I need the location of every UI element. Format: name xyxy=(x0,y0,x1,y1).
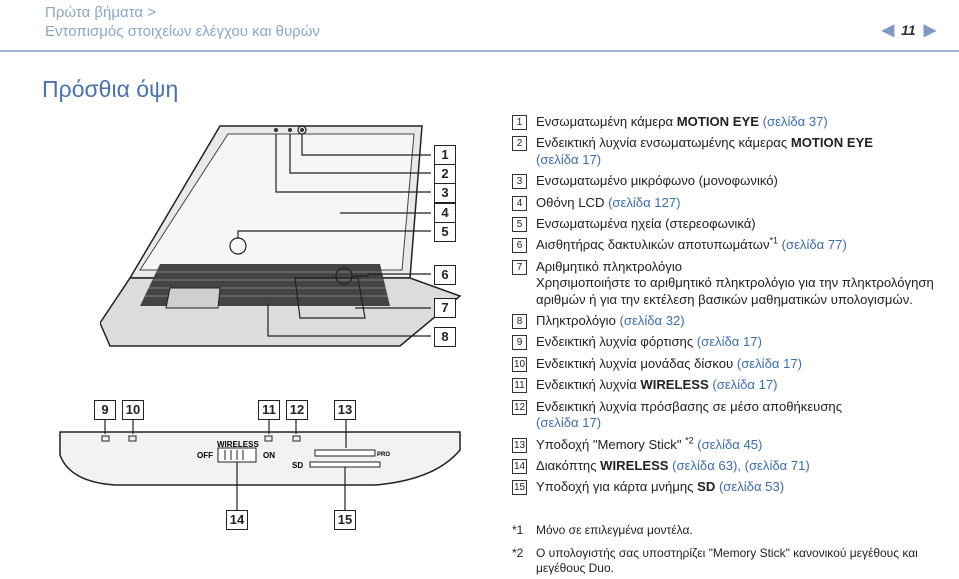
list-item: 9 Ενδεικτική λυχνία φόρτισης (σελίδα 17) xyxy=(512,334,952,351)
page-reference-link[interactable]: (σελίδα 45) xyxy=(693,436,763,452)
list-item: 10 Ενδεικτική λυχνία μονάδας δίσκου (σελ… xyxy=(512,355,802,372)
item-number: 1 xyxy=(512,115,527,130)
item-number: 13 xyxy=(512,437,527,453)
laptop-illustration xyxy=(100,125,462,347)
front-panel-illustration: WIRELESS OFF ON SD PRO xyxy=(59,418,461,510)
callout-5: 5 xyxy=(434,222,456,242)
list-item: 12 Ενδεικτική λυχνία πρόσβασης σε μέσο α… xyxy=(512,398,843,431)
list-item: 5 Ενσωματωμένα ηχεία (στερεοφωνικά) xyxy=(512,216,952,233)
item-number: 15 xyxy=(512,480,527,496)
breadcrumb[interactable]: Πρώτα βήματα > Εντοπισμός στοιχείων ελέγ… xyxy=(45,3,320,41)
item-description: Χρησιμοποιήστε το αριθμητικό πληκτρολόγι… xyxy=(536,275,934,307)
callout-15: 15 xyxy=(334,510,356,530)
page-reference-link[interactable]: (σελίδα 53) xyxy=(715,479,785,495)
item-number: 6 xyxy=(512,238,527,254)
item-number: 5 xyxy=(512,217,527,233)
page-reference-link[interactable]: (σελίδα 17) xyxy=(536,151,602,167)
svg-text:PRO: PRO xyxy=(377,452,390,458)
list-item: 2 Ενδεικτική λυχνία ενσωματωμένης κάμερα… xyxy=(512,135,952,168)
page-reference-link[interactable]: (σελίδα 17) xyxy=(708,377,778,393)
list-item: 13 Υποδοχή "Memory Stick" *2 (σελίδα 45) xyxy=(512,435,763,453)
list-item: 6 Αισθητήρας δακτυλικών αποτυπωμάτων*1 (… xyxy=(512,237,952,254)
callout-6: 6 xyxy=(434,265,456,285)
callout-11: 11 xyxy=(258,400,280,420)
list-item: 11 Ενδεικτική λυχνία WIRELESS (σελίδα 17… xyxy=(512,377,952,394)
svg-text:ON: ON xyxy=(263,451,275,460)
list-item: 3 Ενσωματωμένο μικρόφωνο (μονοφωνικό) xyxy=(512,173,952,190)
item-number: 14 xyxy=(512,458,527,474)
footnote-2: *2 Ο υπολογιστής σας υποστηρίζει "Memory… xyxy=(512,546,918,575)
breadcrumb-parent[interactable]: Πρώτα βήματα > xyxy=(45,4,157,21)
component-list: 1 Ενσωματωμένη κάμερα MOTION EYE (σελίδα… xyxy=(512,114,952,501)
item-number: 2 xyxy=(512,136,527,152)
page-reference-link[interactable]: (σελίδα 63), (σελίδα 71) xyxy=(668,457,810,473)
page-navigation: ◀ 11 ▶ xyxy=(881,20,936,40)
callout-2: 2 xyxy=(434,164,456,184)
callout-4: 4 xyxy=(434,203,456,223)
next-page-arrow-icon[interactable]: ▶ xyxy=(923,22,936,39)
item-number: 4 xyxy=(512,195,527,211)
item-number: 12 xyxy=(512,399,527,415)
footnote-1: *1 Μόνο σε επιλεγμένα μοντέλα. xyxy=(512,523,693,537)
page-reference-link[interactable]: (σελίδα 37) xyxy=(758,114,828,129)
page-reference-link[interactable]: (σελίδα 17) xyxy=(696,334,762,350)
page-reference-link[interactable]: (σελίδα 32) xyxy=(619,313,685,329)
page-reference-link[interactable]: (σελίδα 17) xyxy=(736,355,802,371)
item-number: 9 xyxy=(512,335,527,351)
section-title: Πρόσθια όψη xyxy=(42,76,179,102)
item-number: 11 xyxy=(512,378,527,394)
breadcrumb-current: Εντοπισμός στοιχείων ελέγχου και θυρών xyxy=(45,23,320,40)
item-number: 10 xyxy=(512,356,527,372)
callout-9: 9 xyxy=(94,400,116,420)
list-item: 8 Πληκτρολόγιο (σελίδα 32) xyxy=(512,313,952,330)
header-divider xyxy=(0,50,959,52)
callout-12: 12 xyxy=(286,400,308,420)
page-reference-link[interactable]: (σελίδα 77) xyxy=(778,237,847,253)
svg-text:OFF: OFF xyxy=(197,451,213,460)
page-reference-link[interactable]: (σελίδα 17) xyxy=(536,415,602,431)
previous-page-arrow-icon[interactable]: ◀ xyxy=(881,22,894,39)
list-item: 4 Οθόνη LCD (σελίδα 127) xyxy=(512,195,952,211)
item-number: 7 xyxy=(512,259,527,275)
list-item: 1 Ενσωματωμένη κάμερα MOTION EYE (σελίδα… xyxy=(512,114,952,130)
callout-3: 3 xyxy=(434,183,456,203)
callout-13: 13 xyxy=(334,400,356,420)
callout-8: 8 xyxy=(434,327,456,347)
callout-10: 10 xyxy=(122,400,144,420)
list-item: 14 Διακόπτης WIRELESS (σελίδα 63), (σελί… xyxy=(512,457,810,474)
page-number: 11 xyxy=(901,22,916,38)
list-item: 7 Αριθμητικό πληκτρολόγιο Χρησιμοποιήστε… xyxy=(512,259,952,308)
svg-text:SD: SD xyxy=(292,461,303,470)
callout-14: 14 xyxy=(226,510,248,530)
callout-7: 7 xyxy=(434,298,456,318)
callout-1: 1 xyxy=(434,145,456,165)
list-item: 15 Υποδοχή για κάρτα μνήμης SD (σελίδα 5… xyxy=(512,479,785,496)
page-reference-link[interactable]: (σελίδα 127) xyxy=(608,194,681,210)
svg-text:WIRELESS: WIRELESS xyxy=(217,440,259,449)
item-number: 8 xyxy=(512,314,527,330)
item-number: 3 xyxy=(512,174,527,190)
